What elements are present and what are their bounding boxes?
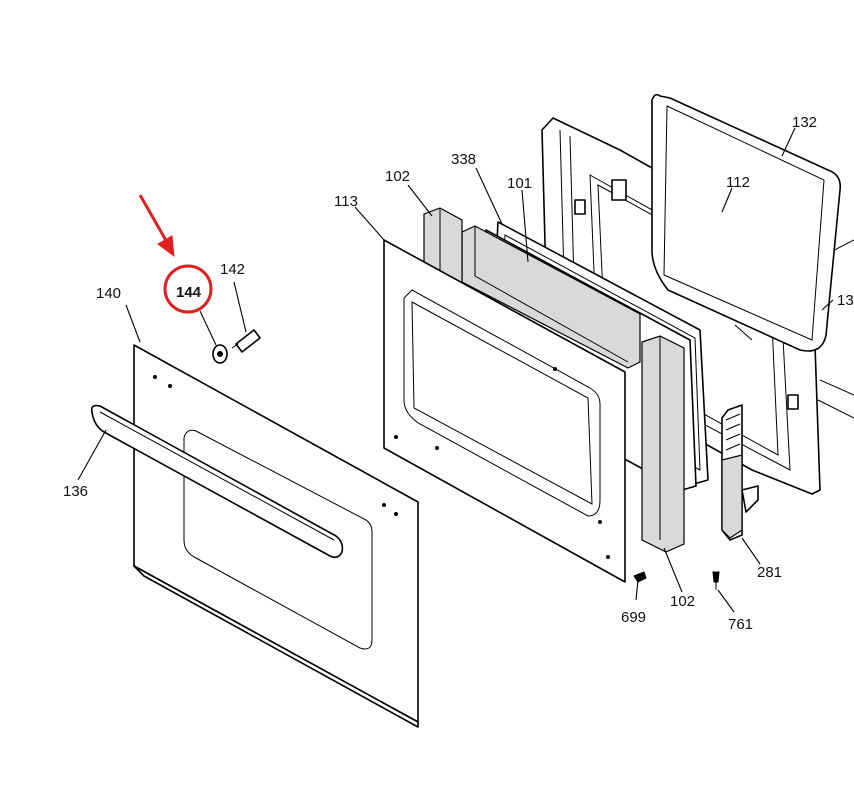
highlight-arrow-head <box>157 235 175 258</box>
callout-699: 699 <box>621 609 646 626</box>
insulation-block-right <box>641 335 685 553</box>
callout-labels: 140 144 142 136 113 102 338 101 132 112 … <box>63 114 854 633</box>
callout-761: 761 <box>728 616 753 633</box>
callout-132: 132 <box>792 114 817 131</box>
callout-281: 281 <box>757 564 782 581</box>
inner-door-panel <box>383 239 626 583</box>
callout-102-top: 102 <box>385 168 410 185</box>
hinge-screw <box>712 571 720 590</box>
door-gasket <box>651 93 842 352</box>
door-hinge <box>721 404 759 541</box>
door-handle <box>90 404 344 559</box>
highlight-arrow <box>138 194 170 245</box>
mounting-screw <box>633 571 647 583</box>
callout-102-bottom: 102 <box>670 593 695 610</box>
highlight-circle <box>163 264 213 314</box>
outer-door-panel <box>133 344 419 728</box>
handle-gasket-144 <box>212 344 228 364</box>
highlight-annotation <box>138 194 213 314</box>
callout-144: 144 <box>176 284 202 301</box>
callout-338: 338 <box>451 151 476 168</box>
callout-142: 142 <box>220 261 245 278</box>
handle-screw-142 <box>231 329 261 353</box>
callout-113: 113 <box>334 193 358 210</box>
callout-101: 101 <box>507 175 532 192</box>
callout-13: 13 <box>837 292 854 309</box>
callout-112: 112 <box>726 174 750 191</box>
callout-136: 136 <box>63 483 88 500</box>
callout-140: 140 <box>96 285 121 302</box>
leader-lines <box>77 127 834 613</box>
